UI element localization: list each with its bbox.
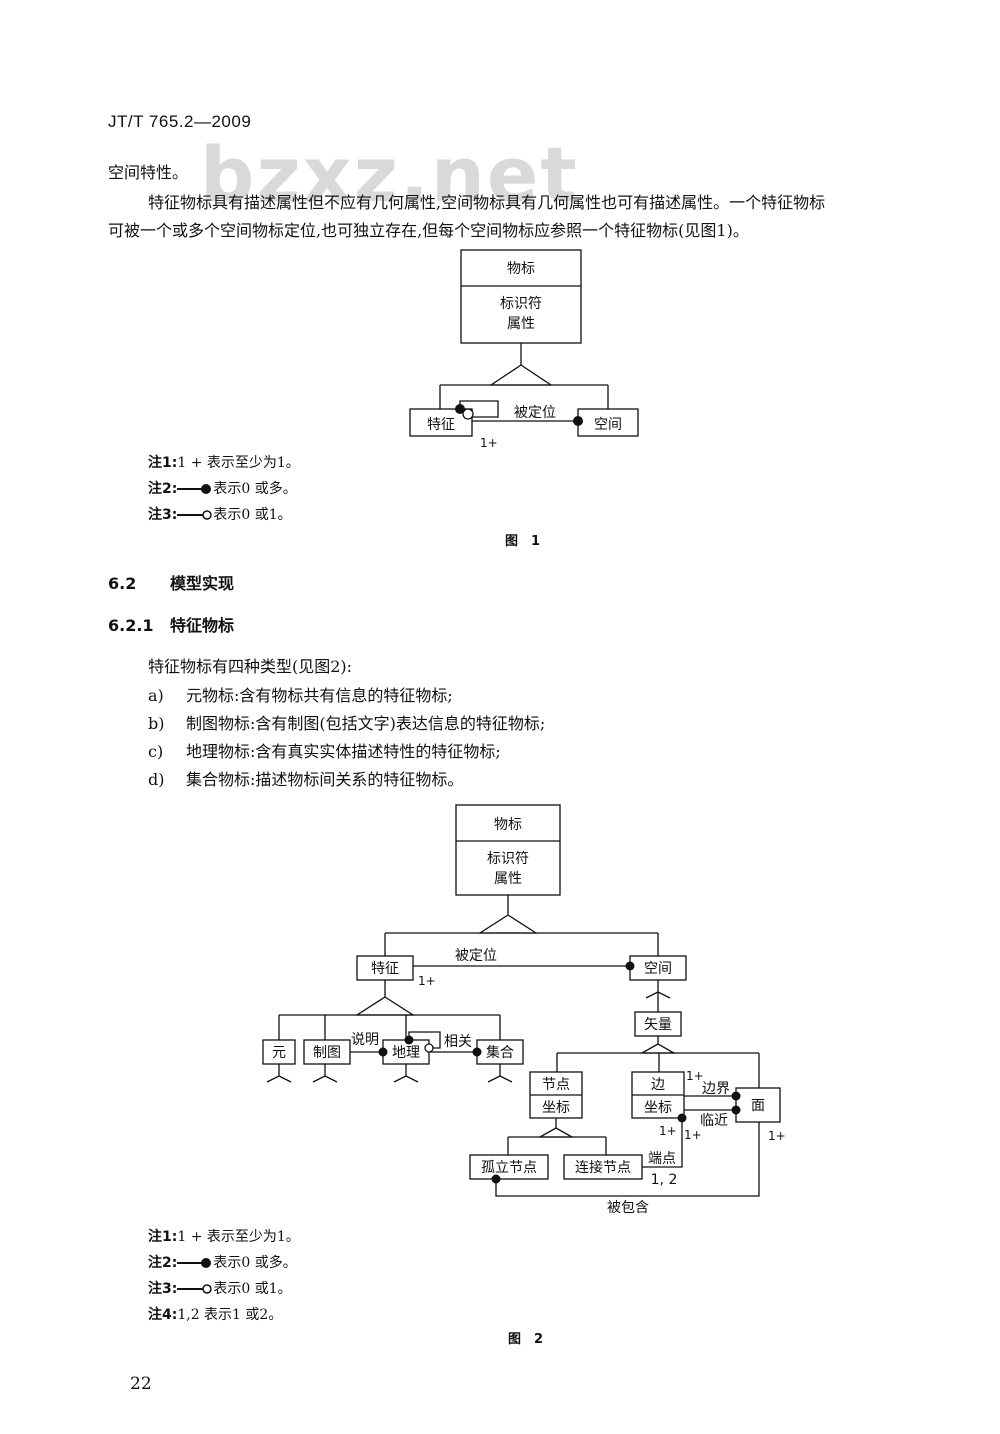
fig2-explain-label: 说明: [351, 1032, 379, 1048]
fig2-assoc-label: 被定位: [455, 948, 497, 964]
open-dot-line-icon: [177, 1284, 213, 1294]
fig2-edge-mult-bottom: 1+: [659, 1124, 677, 1138]
watermark-text: bzxz.net: [200, 130, 579, 219]
fig2-node-label: 节点: [542, 1077, 570, 1093]
fig1-filled-dot: [455, 404, 465, 414]
fig1-note-3: 注3:表示0 或1。: [148, 507, 292, 523]
fig2-isolated-node-box: [469, 1154, 549, 1180]
fig2-note-3: 注3:表示0 或1。: [148, 1281, 292, 1297]
fig2-edge-mult-bottom-2: 1+: [684, 1128, 702, 1142]
list-item: b)制图物标:含有制图(包括文字)表达信息的特征物标;: [148, 714, 546, 733]
fig1-object-attr2: 属性: [507, 316, 535, 332]
fig2-face-box: [735, 1087, 781, 1123]
fig2-note-2: 注2:表示0 或多。: [148, 1255, 297, 1271]
fig1-object-attr1: 标识符: [500, 296, 542, 312]
fig1-note-1: 注1:1 + 表示至少为1。: [148, 455, 300, 471]
fig2-connected-node-label: 连接节点: [575, 1159, 631, 1176]
fig1-multiplicity: 1+: [480, 436, 498, 450]
fig2-feature-label: 特征: [371, 961, 399, 977]
list-item: c)地理物标:含有真实实体描述特性的特征物标;: [148, 742, 501, 761]
fig2-collection-label: 集合: [486, 1044, 514, 1061]
fig2-note-1: 注1:1 + 表示至少为1。: [148, 1229, 300, 1245]
fig2-meta-label: 元: [272, 1045, 286, 1061]
fig2-endpoint-label: 端点: [648, 1151, 676, 1167]
fig2-isolated-node-label: 孤立节点: [481, 1160, 537, 1176]
fig1-object-title: 物标: [507, 261, 535, 277]
page-number: 22: [130, 1374, 152, 1394]
fig1-feature-box: [409, 408, 473, 437]
types-intro: 特征物标有四种类型(见图2):: [148, 657, 353, 676]
fig2-note-4: 注4:1,2 表示1 或2。: [148, 1307, 283, 1323]
list-item: d)集合物标:描述物标间关系的特征物标。: [148, 770, 464, 789]
figure-2-diagram: 物标 标识符 属性 特征 空间 被定位 1+ 元 制图 地理 集合 说明 相关 …: [262, 804, 786, 1216]
fig2-one-two-label: 1, 2: [651, 1172, 678, 1188]
figure-1-diagram: 物标 标识符 属性 特征 空间 被定位 1+: [409, 249, 639, 450]
fig1-spatial-label: 空间: [594, 417, 622, 433]
fig1-caption: 图 1: [505, 534, 541, 549]
intro-line-3: 可被一个或多个空间物标定位,也可独立存在,但每个空间物标应参照一个特征物标(见图…: [108, 221, 749, 240]
open-dot-line-icon: [177, 510, 213, 520]
list-item: a)元物标:含有物标共有信息的特征物标;: [148, 686, 453, 705]
intro-line-1: 空间特性。: [108, 163, 189, 182]
fig2-related-label: 相关: [444, 1034, 472, 1050]
fig2-adjacent-label: 临近: [700, 1113, 728, 1129]
fig1-open-dot: [462, 408, 474, 420]
fig2-spatial-label: 空间: [644, 961, 672, 977]
fig2-object-attr2: 属性: [494, 871, 522, 887]
fig2-edge-attr: 坐标: [644, 1100, 672, 1116]
filled-dot-line-icon: [177, 1258, 212, 1268]
fig2-edge-label: 边: [651, 1077, 665, 1093]
fig2-vector-label: 矢量: [644, 1017, 672, 1033]
fig2-boundary-label: 边界: [702, 1081, 730, 1097]
fig1-filled-dot-2: [573, 416, 583, 426]
fig2-contained-label: 被包含: [607, 1200, 649, 1216]
fig2-edge-mult-top: 1+: [686, 1069, 704, 1083]
fig2-face-mult: 1+: [768, 1129, 786, 1143]
document-id: JT/T 765.2—2009: [108, 112, 252, 131]
fig2-face-label: 面: [751, 1098, 765, 1114]
fig2-carto-label: 制图: [313, 1045, 341, 1061]
fig1-feature-label: 特征: [427, 417, 455, 433]
fig2-caption: 图 2: [508, 1332, 544, 1347]
fig2-object-title: 物标: [494, 817, 522, 833]
fig1-assoc-label: 被定位: [514, 405, 556, 421]
fig2-node-attr: 坐标: [542, 1100, 570, 1116]
filled-dot-line-icon: [177, 484, 212, 494]
fig1-note-2: 注2:表示0 或多。: [148, 481, 297, 497]
intro-line-2: 特征物标具有描述属性但不应有几何属性,空间物标具有几何属性也可有描述属性。一个特…: [148, 193, 826, 212]
fig2-object-attr1: 标识符: [487, 851, 529, 867]
fig2-geo-label: 地理: [392, 1045, 420, 1061]
fig2-feature-mult: 1+: [418, 974, 436, 988]
